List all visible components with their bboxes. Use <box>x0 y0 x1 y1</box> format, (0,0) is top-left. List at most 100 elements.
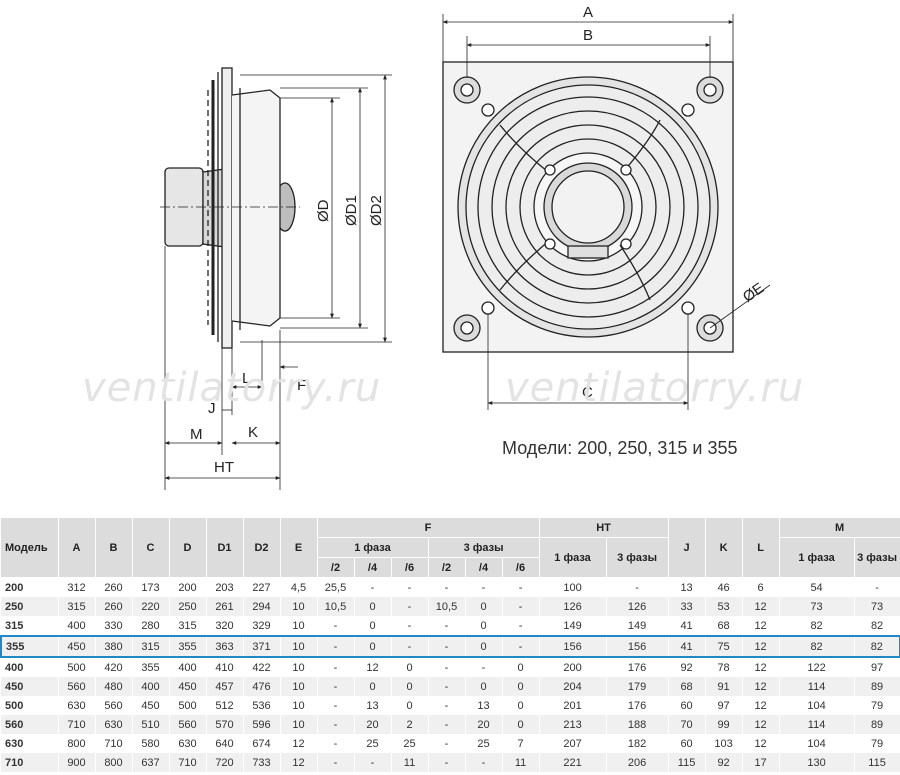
table-cell: - <box>465 753 503 772</box>
header-pole: /6 <box>391 557 429 578</box>
table-cell: 221 <box>539 753 607 772</box>
table-cell: 10 <box>280 635 318 658</box>
dim-E-label: ØE <box>740 280 768 306</box>
table-cell: 0 <box>502 715 540 734</box>
header-HT-phase3: 3 фазы <box>606 537 669 578</box>
header-J: J <box>668 518 706 578</box>
table-cell: 70 <box>668 715 706 734</box>
table-cell: 329 <box>243 616 281 636</box>
table-cell: 2 <box>391 715 429 734</box>
table-cell: - <box>428 753 466 772</box>
table-cell: 25 <box>391 734 429 753</box>
header-D1: D1 <box>206 518 244 578</box>
table-cell: 0 <box>354 677 392 696</box>
table-cell: - <box>354 577 392 597</box>
table-cell: - <box>606 577 669 597</box>
table-cell: 450 <box>169 677 207 696</box>
table-cell: 315 <box>58 597 96 616</box>
table-cell: - <box>428 715 466 734</box>
table-cell: 10,5 <box>428 597 466 616</box>
table-cell: 97 <box>854 657 900 677</box>
table-cell: 78 <box>705 657 743 677</box>
table-cell: 560 <box>169 715 207 734</box>
table-cell: 92 <box>705 753 743 772</box>
table-cell: 630 <box>95 715 133 734</box>
dim-D-label: ØD <box>315 199 332 222</box>
table-cell: 637 <box>132 753 170 772</box>
table-cell: 99 <box>705 715 743 734</box>
table-cell: 82 <box>854 635 900 658</box>
table-cell: - <box>317 715 355 734</box>
table-cell: 500 <box>58 657 96 677</box>
table-cell: 640 <box>206 734 244 753</box>
table-cell: 312 <box>58 577 96 597</box>
table-cell: 710 <box>95 734 133 753</box>
table-cell: 25,5 <box>317 577 355 597</box>
table-cell: 20 <box>354 715 392 734</box>
model-cell: 630 <box>1 734 59 753</box>
table-cell: - <box>428 734 466 753</box>
front-view <box>442 61 734 353</box>
dim-D1-label: ØD1 <box>343 195 360 226</box>
table-cell: 91 <box>705 677 743 696</box>
header-F-phase3: 3 фазы <box>428 537 540 558</box>
table-cell: - <box>391 577 429 597</box>
table-cell: 280 <box>132 616 170 636</box>
table-cell: 12 <box>280 753 318 772</box>
table-cell: 89 <box>854 677 900 696</box>
table-cell: - <box>428 696 466 715</box>
table-cell: 13 <box>354 696 392 715</box>
table-cell: 53 <box>705 597 743 616</box>
table-cell: 10 <box>280 715 318 734</box>
table-cell: 355 <box>169 635 207 658</box>
table-cell: 68 <box>668 677 706 696</box>
header-HT-phase1: 1 фаза <box>539 537 607 578</box>
dim-M-label: M <box>190 426 203 443</box>
table-cell: 315 <box>169 616 207 636</box>
table-cell: 0 <box>465 635 503 658</box>
table-cell: 41 <box>668 616 706 636</box>
table-cell: 220 <box>132 597 170 616</box>
table-cell: 206 <box>606 753 669 772</box>
table-cell: 355 <box>132 657 170 677</box>
table-cell: 457 <box>206 677 244 696</box>
table-cell: - <box>502 616 540 636</box>
table-cell: 89 <box>854 715 900 734</box>
header-pole: /2 <box>317 557 355 578</box>
table-cell: 7 <box>502 734 540 753</box>
table-cell: 156 <box>606 635 669 658</box>
table-cell: 12 <box>742 616 780 636</box>
table-cell: 156 <box>539 635 607 658</box>
table-cell: 674 <box>243 734 281 753</box>
table-cell: 12 <box>742 657 780 677</box>
table-cell: 73 <box>779 597 855 616</box>
table-cell: 103 <box>705 734 743 753</box>
table-cell: 6 <box>742 577 780 597</box>
table-cell: 60 <box>668 696 706 715</box>
table-cell: - <box>428 635 466 658</box>
watermark-right: ventilatorry.ru <box>505 365 805 411</box>
table-cell: 0 <box>502 657 540 677</box>
table-cell: 570 <box>206 715 244 734</box>
table-cell: - <box>317 616 355 636</box>
table-cell: 363 <box>206 635 244 658</box>
table-cell: 12 <box>742 696 780 715</box>
table-cell: 710 <box>169 753 207 772</box>
table-cell: 13 <box>465 696 503 715</box>
table-cell: 54 <box>779 577 855 597</box>
table-cell: 41 <box>668 635 706 658</box>
table-cell: 560 <box>95 696 133 715</box>
table-cell: 12 <box>742 635 780 658</box>
table-cell: 12 <box>280 734 318 753</box>
